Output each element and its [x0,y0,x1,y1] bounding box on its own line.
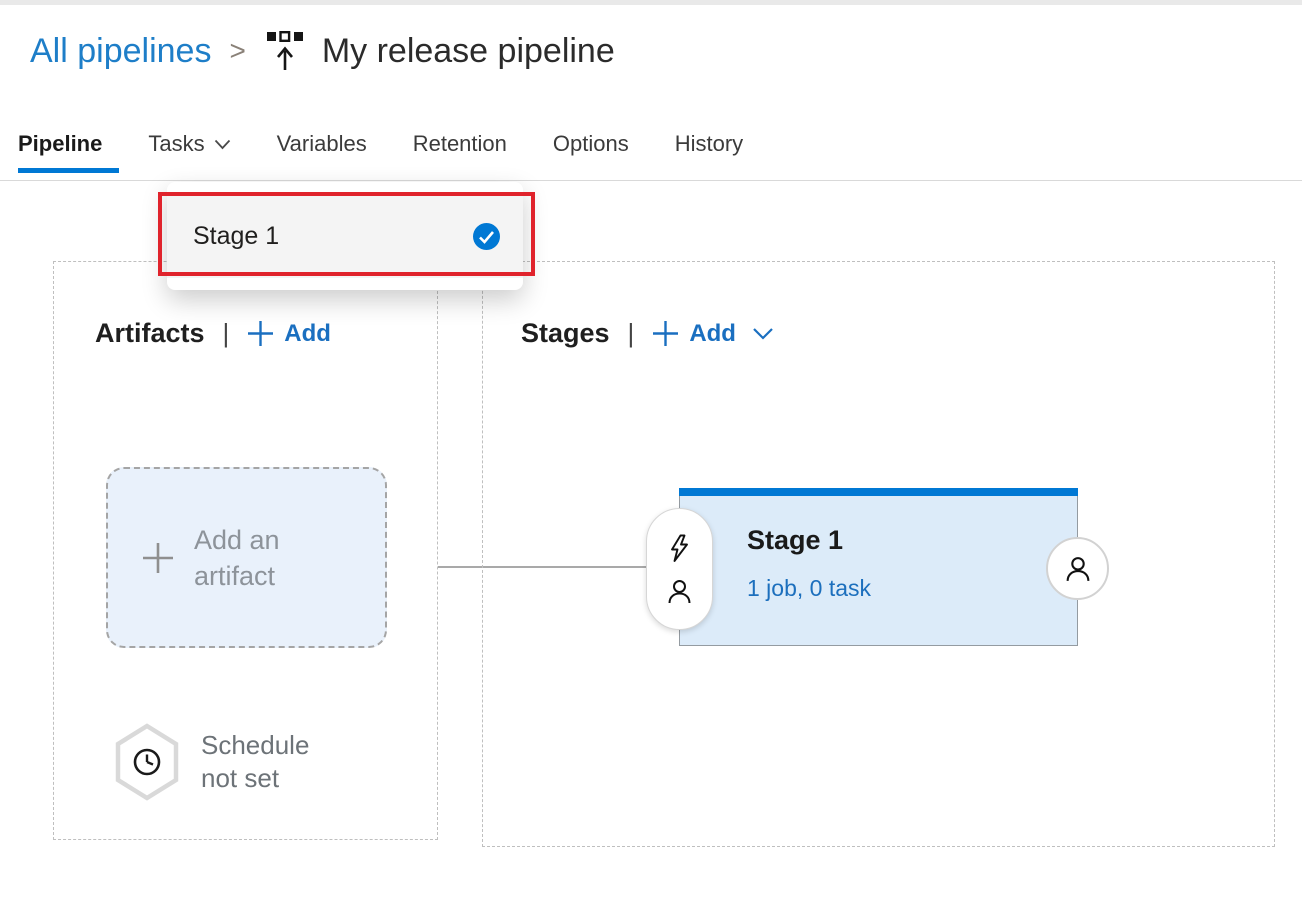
stages-panel-header: Stages | Add [521,318,774,349]
tab-bar-divider [0,180,1302,181]
artifacts-title: Artifacts [95,318,205,348]
selected-check-icon [473,223,500,250]
schedule-line2: not set [201,763,280,793]
tab-retention[interactable]: Retention [413,131,507,157]
chevron-down-icon [214,139,231,150]
tab-history[interactable]: History [675,131,743,157]
placeholder-line1: Add an [194,524,280,555]
lightning-bolt-icon [667,534,692,563]
active-tab-indicator [18,168,119,173]
tab-variables-label: Variables [276,131,367,156]
schedule-hexagon-clock-icon [113,723,181,801]
add-artifact-placeholder[interactable]: Add an artifact [106,467,387,648]
add-stage-button[interactable]: Add [652,320,774,348]
top-strip [0,0,1302,5]
tab-options-label: Options [552,131,629,156]
tab-options[interactable]: Options [553,131,629,157]
tab-tasks-label: Tasks [148,131,205,156]
stages-title: Stages [521,318,610,348]
post-deployment-approvals[interactable] [1046,537,1109,600]
artifacts-panel-header: Artifacts | Add [95,318,331,349]
tab-history-label: History [674,131,744,156]
tab-tasks[interactable]: Tasks [148,131,230,157]
breadcrumb-all-pipelines-link[interactable]: All pipelines [30,31,212,70]
tab-retention-label: Retention [412,131,507,156]
breadcrumb: All pipelines > My release pipeline [30,24,615,78]
pre-deployment-conditions[interactable] [646,508,713,630]
schedule-line1: Schedule [201,730,310,760]
header-divider: | [222,318,230,348]
plus-icon [138,538,178,578]
add-artifact-placeholder-label: Add an artifact [194,522,280,594]
dropdown-item-stage-1[interactable]: Stage 1 [167,195,523,278]
artifacts-panel: Artifacts | Add Add an artifact [53,261,438,840]
header-divider: | [627,318,635,348]
stages-panel: Stages | Add Stage 1 1 job, 0 task [482,261,1275,847]
add-stage-label: Add [689,319,736,347]
tasks-dropdown-menu: Stage 1 [167,182,523,290]
schedule-label: Schedule not set [201,729,309,795]
plus-icon [247,320,274,347]
stage-job-task-link[interactable]: 1 job, 0 task [747,575,872,601]
placeholder-line2: artifact [194,560,276,591]
add-artifact-button[interactable]: Add [247,320,331,348]
chevron-down-icon [752,327,774,340]
stage-name: Stage 1 [747,525,844,555]
artifact-stage-connector-line [438,566,681,568]
breadcrumb-separator-icon: > [229,35,246,66]
plus-icon [652,320,679,347]
person-icon [666,578,693,605]
tab-pipeline-label: Pipeline [18,131,103,156]
schedule-trigger[interactable]: Schedule not set [113,723,309,801]
page-title: My release pipeline [321,31,615,70]
tab-variables[interactable]: Variables [277,131,367,157]
dropdown-item-label: Stage 1 [193,222,280,250]
tab-bar: Pipeline Tasks Variables Retention Optio… [18,118,743,170]
release-pipeline-icon [266,29,304,73]
stage-card[interactable]: Stage 1 1 job, 0 task [679,488,1078,646]
person-icon [1064,555,1092,583]
add-artifact-label: Add [284,319,331,347]
stage-card-topbar [679,488,1078,496]
tab-pipeline[interactable]: Pipeline [18,131,102,157]
